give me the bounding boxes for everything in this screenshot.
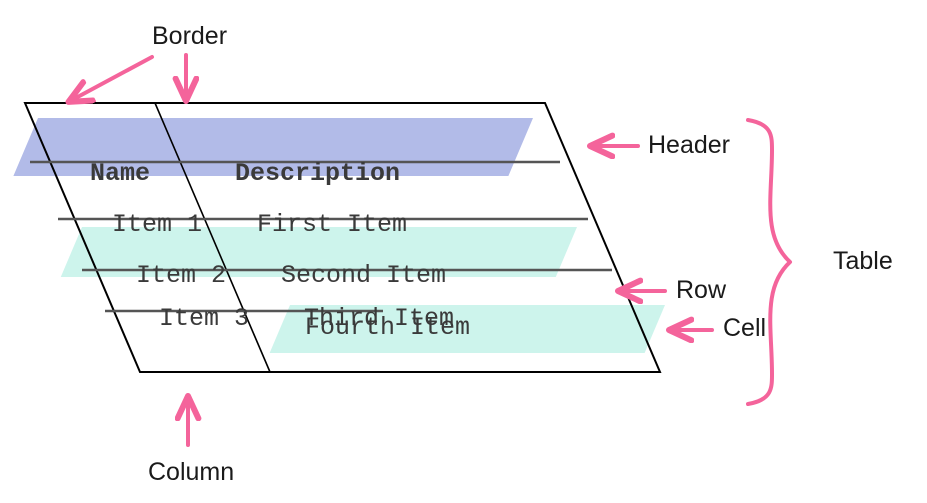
annotation-label-column: Column — [148, 458, 235, 486]
annotation-label-table: Table — [833, 247, 893, 275]
cell-description: Third Item — [304, 304, 455, 333]
annotation-label-row: Row — [676, 276, 727, 304]
cell-name: Item 2 — [136, 261, 227, 290]
table-brace — [746, 118, 792, 406]
cell-name: Item 3 — [159, 304, 250, 333]
cell-description: First Item — [257, 210, 408, 239]
table-header-row: Name Description — [30, 130, 400, 217]
floating-cell-text: Fourth Item — [305, 313, 471, 342]
table-row: Item 2 Second Item — [76, 232, 446, 319]
table-row: Item 1 First Item — [52, 181, 407, 268]
cell-name: Item 1 — [112, 210, 203, 239]
header-cell-description: Description — [235, 159, 401, 188]
annotation-label-header: Header — [648, 131, 730, 159]
border-arrow-diagonal — [72, 55, 154, 100]
table-row: Item 3 Third Item — [99, 275, 454, 362]
annotation-label-border: Border — [152, 22, 228, 50]
cell-description: Second Item — [281, 261, 447, 290]
annotation-label-cell: Cell — [723, 314, 767, 342]
header-cell-name: Name — [90, 159, 151, 188]
